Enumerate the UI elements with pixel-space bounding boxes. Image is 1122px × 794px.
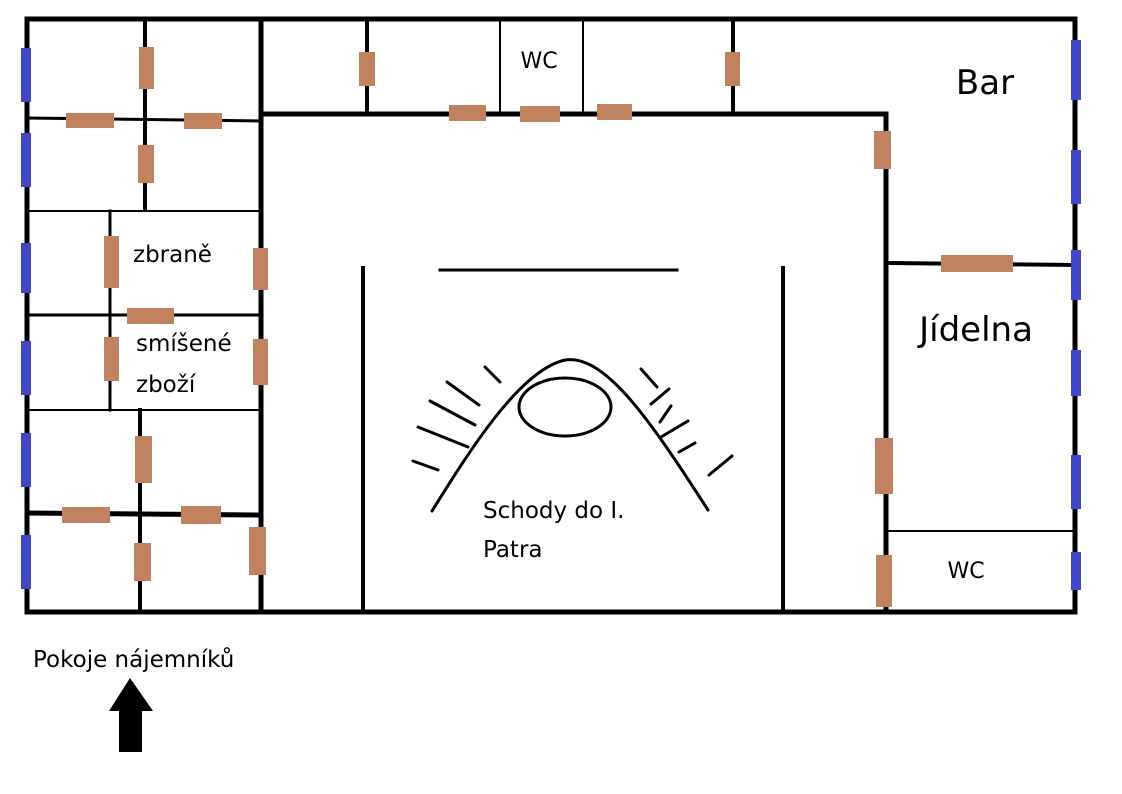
label-stairs-line1: Schody do I. bbox=[483, 498, 625, 524]
label-wc-top: WC bbox=[520, 49, 557, 74]
label-wc-bottom: WC bbox=[947, 559, 984, 584]
label-smisene-line2: zboží bbox=[136, 372, 196, 398]
label-bar: Bar bbox=[956, 63, 1014, 103]
label-zbrane: zbraně bbox=[133, 242, 212, 268]
label-smisene-line1: smíšené bbox=[136, 331, 232, 357]
doors bbox=[62, 47, 1013, 607]
windows bbox=[21, 40, 1081, 590]
label-pokoje: Pokoje nájemníků bbox=[33, 646, 234, 673]
staircase-icon bbox=[411, 358, 734, 513]
label-jidelna: Jídelna bbox=[917, 310, 1033, 350]
label-stairs-line2: Patra bbox=[483, 537, 543, 563]
arrow-up-icon bbox=[109, 678, 153, 752]
